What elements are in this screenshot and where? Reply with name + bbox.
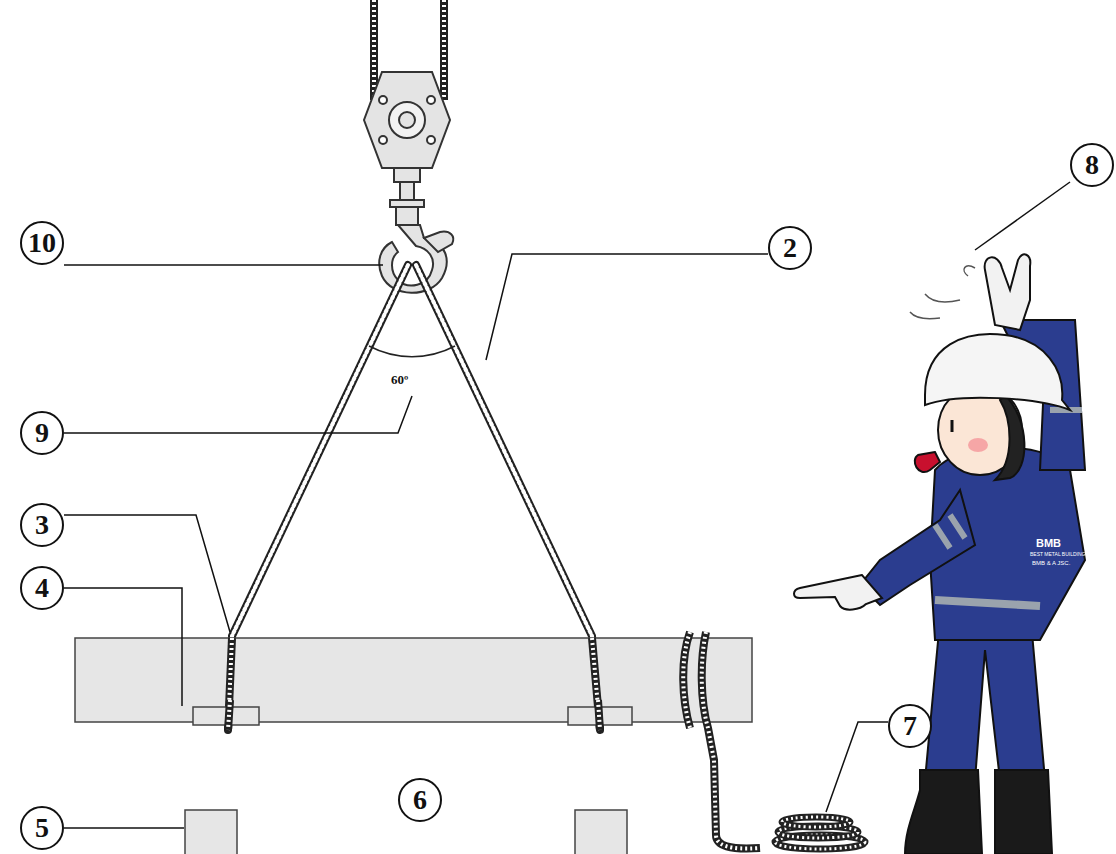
callout-number: 5	[35, 814, 49, 842]
callout-circle: 7	[888, 704, 932, 748]
callout-number: 6	[413, 786, 427, 814]
callout-circle: 4	[20, 566, 64, 610]
callout-circle: 3	[20, 503, 64, 547]
load-beam	[75, 638, 752, 722]
callout-number: 7	[903, 712, 917, 740]
callout-circle: 2	[768, 226, 812, 270]
crane-hook	[379, 225, 453, 293]
callout-number: 10	[28, 229, 56, 257]
callout-number: 2	[783, 234, 797, 262]
hook-block	[364, 72, 450, 225]
logo-text: BEST METAL BUILDING	[1030, 552, 1085, 557]
callout-number: 3	[35, 511, 49, 539]
callout-number: 9	[35, 419, 49, 447]
protective-pad	[193, 707, 632, 725]
signal-worker	[794, 254, 1085, 854]
callout-circle: 6	[398, 778, 442, 822]
callout-number: 8	[1085, 151, 1099, 179]
callout-circle: 5	[20, 806, 64, 850]
sling	[228, 638, 600, 730]
angle-label: 60º	[391, 373, 408, 386]
callout-circle: 9	[20, 411, 64, 455]
callout-circle: 8	[1070, 143, 1114, 187]
callout-number: 4	[35, 574, 49, 602]
angle-arc	[369, 346, 455, 357]
leader-line	[64, 182, 1070, 828]
logo-text: BMB	[1036, 538, 1061, 549]
callout-circle: 10	[20, 221, 64, 265]
sling	[228, 700, 600, 730]
logo-text: BMB & A JSC.	[1032, 560, 1070, 566]
tag-line	[683, 632, 865, 849]
